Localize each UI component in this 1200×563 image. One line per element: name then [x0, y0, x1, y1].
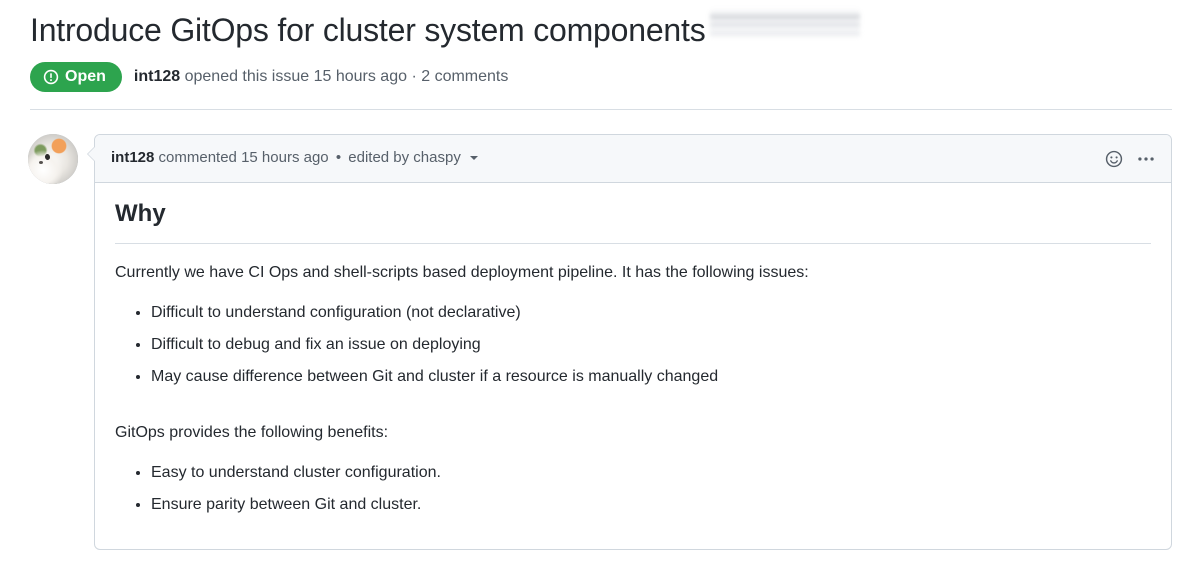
comment-meta-bullet: • — [335, 149, 342, 167]
issues-list: Difficult to understand configuration (n… — [115, 301, 1151, 389]
issue-header: Introduce GitOps for cluster system comp… — [0, 0, 1200, 92]
kebab-menu-icon[interactable] — [1137, 150, 1155, 168]
section-heading-why: Why — [115, 200, 166, 227]
avatar-detail — [39, 161, 43, 164]
smiley-reaction-icon[interactable] — [1105, 150, 1123, 168]
paragraph-current-state: Currently we have CI Ops and shell-scrip… — [115, 264, 809, 281]
avatar[interactable] — [28, 134, 78, 184]
issue-comment-count: 2 comments — [421, 68, 509, 85]
issue-author-link[interactable]: int128 — [133, 68, 181, 85]
list-item: Difficult to understand configuration (n… — [151, 301, 1151, 325]
comment-row: int128 commented 15 hours ago • edited b… — [28, 134, 1172, 550]
list-item: Ensure parity between Git and cluster. — [151, 493, 1151, 517]
comment-header-actions — [1105, 150, 1155, 168]
redacted-issue-number — [709, 8, 860, 38]
comment-meta-text: int128 commented 15 hours ago • edited b… — [111, 147, 479, 170]
issue-meta-row: Open int128 opened this issue 15 hours a… — [30, 62, 1172, 92]
comment-timestamp: 15 hours ago — [241, 149, 329, 167]
status-badge[interactable]: Open — [30, 62, 122, 92]
list-item: Difficult to debug and fix an issue on d… — [151, 333, 1151, 357]
list-item: Easy to understand cluster configuration… — [151, 461, 1151, 485]
comment-body: Why Currently we have CI Ops and shell-s… — [95, 183, 1171, 549]
comment-author-link[interactable]: int128 — [111, 149, 155, 167]
list-item: May cause difference between Git and clu… — [151, 365, 1151, 389]
status-badge-label: Open — [65, 68, 106, 85]
comment-header: int128 commented 15 hours ago • edited b… — [95, 135, 1171, 183]
comment-edited-by[interactable]: edited by chaspy — [348, 149, 461, 167]
list-spacer — [115, 405, 1151, 421]
header-divider — [30, 109, 1172, 110]
page-title: Introduce GitOps for cluster system comp… — [30, 12, 706, 48]
issue-meta-text: int128 opened this issue 15 hours ago · … — [134, 65, 508, 89]
heading-rule — [115, 243, 1151, 244]
title-row: Introduce GitOps for cluster system comp… — [30, 8, 1172, 50]
comment-box: int128 commented 15 hours ago • edited b… — [87, 134, 1172, 550]
meta-separator: · — [411, 68, 417, 85]
paragraph-benefits-intro: GitOps provides the following benefits: — [115, 424, 389, 441]
benefits-list: Easy to understand cluster configuration… — [115, 461, 1151, 517]
issue-opened-icon — [43, 69, 59, 85]
comment-action-text: commented — [158, 149, 237, 167]
issue-action-text: opened this issue — [184, 68, 310, 85]
chevron-down-icon[interactable] — [470, 156, 479, 161]
issue-timestamp: 15 hours ago — [313, 68, 407, 85]
comment-thread: int128 commented 15 hours ago • edited b… — [0, 134, 1200, 550]
avatar-photo — [28, 134, 78, 184]
